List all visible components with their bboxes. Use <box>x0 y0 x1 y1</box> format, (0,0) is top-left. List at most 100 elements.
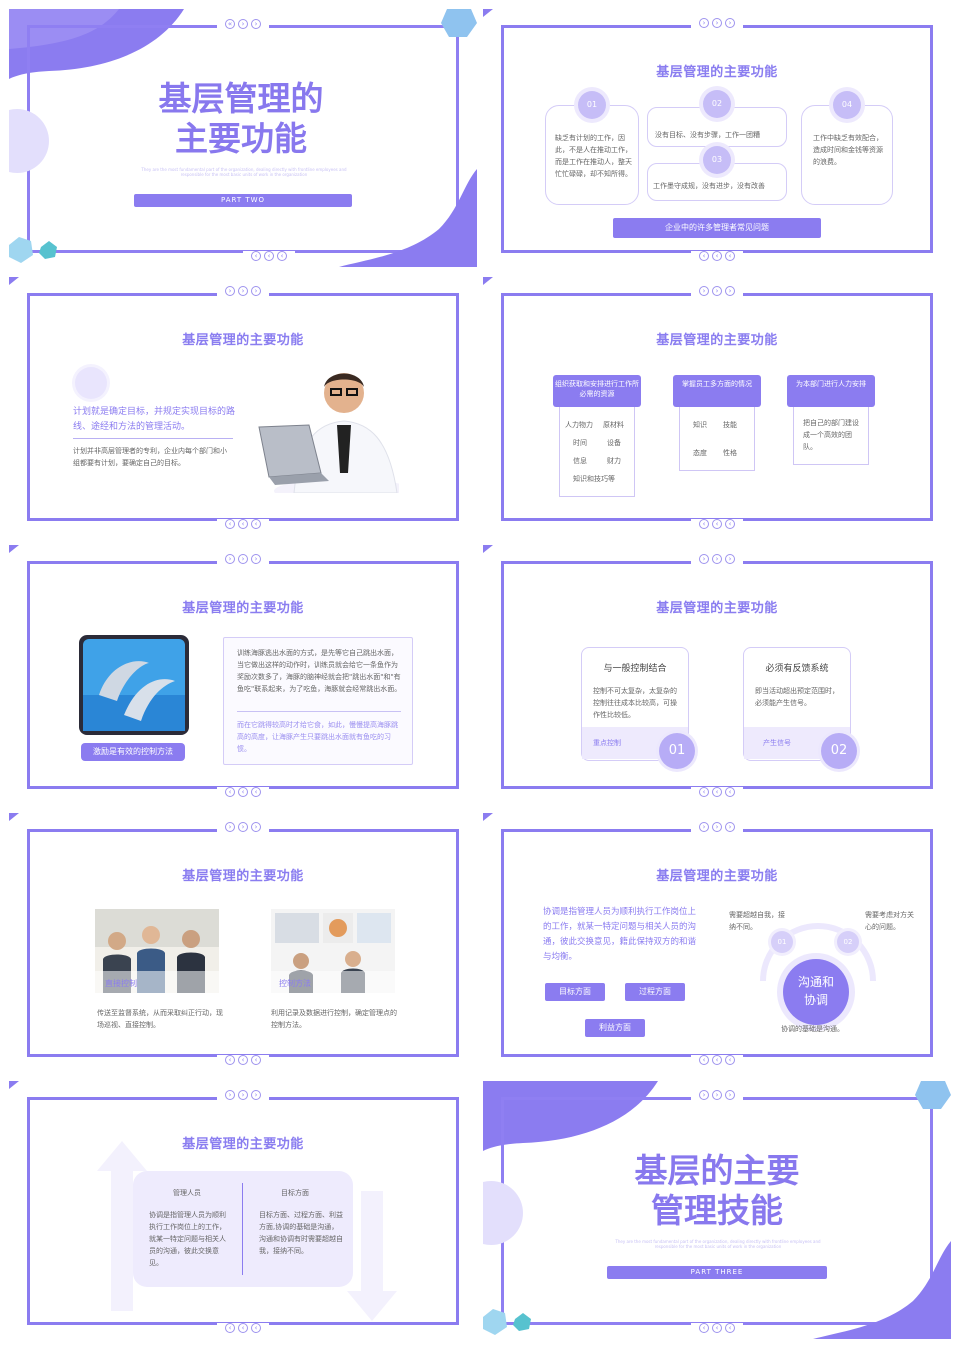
nav-right-icon[interactable]: › <box>251 554 261 564</box>
nav-left-icon[interactable]: › <box>699 286 709 296</box>
nav-mid-icon[interactable]: › <box>238 822 248 832</box>
nav-back2-icon[interactable]: ‹ <box>238 1055 248 1065</box>
nav-right-icon[interactable]: › <box>725 1090 735 1100</box>
org-item: 设备 <box>607 439 621 447</box>
nav-mid-icon[interactable]: › <box>238 286 248 296</box>
slide-7[interactable]: ››› 基层管理的主要功能 直接控制 传送至监督系统，从而采取纠正行动，现场巡视… <box>9 813 477 1071</box>
nav-back3-icon[interactable]: ‹ <box>251 787 261 797</box>
nav-left-icon[interactable]: › <box>699 822 709 832</box>
nav-back3-icon[interactable]: ‹ <box>251 1323 261 1333</box>
interest-aspect-button[interactable]: 利益方面 <box>585 1019 645 1037</box>
nav-left-icon[interactable]: « <box>225 19 235 29</box>
slide-3[interactable]: ››› 基层管理的主要功能 计划就是确定目标，并规定实现目标的路线、途经和方法的… <box>9 277 477 535</box>
plan-body-text: 计划并非高层管理者的专利，企业内每个部门和小组都要有计划，要确定自己的目标。 <box>73 447 227 467</box>
nav-left-icon[interactable]: › <box>225 1090 235 1100</box>
control-text-2: 即当活动超出预定范围时，必须能产生信号。 <box>755 687 839 707</box>
nav-bottom: ‹‹‹ <box>217 787 269 797</box>
nav-left-icon[interactable]: › <box>225 286 235 296</box>
control-tag-label-2: 产生信号 <box>763 739 791 747</box>
nav-right-icon[interactable]: › <box>251 1090 261 1100</box>
slide-9[interactable]: ››› 基层管理的主要功能 管理人员 协调是指管理人员为顺利执行工作岗位上的工作… <box>9 1081 477 1339</box>
coord-footer: 协调的基础是沟通。 <box>781 1025 844 1033</box>
nav-left-icon[interactable]: › <box>225 822 235 832</box>
badge-04: 04 <box>833 91 861 119</box>
nav-right-icon[interactable]: › <box>251 19 261 29</box>
slide-title: 基层管理的主要功能 <box>182 1137 304 1152</box>
nav-mid-icon[interactable]: › <box>712 1090 722 1100</box>
nav-back-icon[interactable]: ‹ <box>225 519 235 529</box>
nav-left-icon[interactable]: › <box>699 18 709 28</box>
slide-1[interactable]: «›› 基层管理的 主要功能 They are the most fundame… <box>9 9 477 267</box>
nav-back3-icon[interactable]: ‹ <box>725 519 735 529</box>
nav-right-icon[interactable]: › <box>725 822 735 832</box>
nav-mid-icon[interactable]: › <box>238 1090 248 1100</box>
nav-back3-icon[interactable]: ‹ <box>725 1323 735 1333</box>
nav-back3-icon[interactable]: ‹ <box>251 519 261 529</box>
nav-back-icon[interactable]: ‹ <box>699 1055 709 1065</box>
common-issues-button[interactable]: 企业中的许多管理者常见问题 <box>613 218 821 238</box>
goal-aspect-button[interactable]: 目标方面 <box>545 983 605 1001</box>
nav-bottom: ‹‹‹ <box>217 519 269 529</box>
slide-5[interactable]: ››› 基层管理的主要功能 激励是有效的控制方法 训练海豚逃出水面的方式，是先等… <box>9 545 477 803</box>
nav-back2-icon[interactable]: ‹ <box>264 251 274 261</box>
coordination-panel <box>133 1171 353 1287</box>
nav-bottom: ‹‹‹ <box>691 519 743 529</box>
problem-text-01: 缺乏有计划的工作，因此，不是人在推动工作，而是工作在推动人，整天忙忙碌碌，却不知… <box>555 134 632 178</box>
nav-back2-icon[interactable]: ‹ <box>712 1055 722 1065</box>
nav-top: ››› <box>691 18 743 28</box>
nav-back-icon[interactable]: ‹ <box>699 1323 709 1333</box>
badge-01: 01 <box>578 91 606 119</box>
nav-back-icon[interactable]: ‹ <box>699 251 709 261</box>
slide-4[interactable]: ››› 基层管理的主要功能 组织获取和安排进行工作所必需的资源 人力物力 原材料… <box>483 277 951 535</box>
nav-mid-icon[interactable]: › <box>238 19 248 29</box>
nav-back2-icon[interactable]: ‹ <box>238 1323 248 1333</box>
nav-back3-icon[interactable]: ‹ <box>251 1055 261 1065</box>
process-aspect-button[interactable]: 过程方面 <box>625 983 685 1001</box>
nav-mid-icon[interactable]: › <box>238 554 248 564</box>
slide-title: 基层管理的主要功能 <box>656 65 778 80</box>
org-item: 性格 <box>723 449 737 457</box>
direct-control-text: 传送至监督系统，从而采取纠正行动，现场巡视、直接控制。 <box>97 1009 223 1029</box>
nav-bottom: ‹‹‹ <box>217 1323 269 1333</box>
org-head-3: 为本部门进行人力安排 <box>787 375 875 407</box>
nav-mid-icon[interactable]: › <box>712 18 722 28</box>
nav-right-icon[interactable]: › <box>251 286 261 296</box>
slide-title: 基层管理的主要功能 <box>182 869 304 884</box>
nav-back2-icon[interactable]: ‹ <box>238 787 248 797</box>
nav-back2-icon[interactable]: ‹ <box>712 787 722 797</box>
slide-10[interactable]: ››› 基层的主要 管理技能 They are the most fundame… <box>483 1081 951 1339</box>
nav-back-icon[interactable]: ‹ <box>225 1323 235 1333</box>
nav-back3-icon[interactable]: ‹ <box>277 251 287 261</box>
nav-mid-icon[interactable]: › <box>712 554 722 564</box>
nav-bottom: ‹‹‹ <box>243 251 295 261</box>
nav-back2-icon[interactable]: ‹ <box>712 251 722 261</box>
businessman-photo <box>258 373 399 493</box>
slide-6[interactable]: ››› 基层管理的主要功能 与一般控制结合 控制不可太复杂，太复杂的控制往往成本… <box>483 545 951 803</box>
nav-left-icon[interactable]: › <box>225 554 235 564</box>
nav-back3-icon[interactable]: ‹ <box>725 787 735 797</box>
nav-left-icon[interactable]: › <box>699 1090 709 1100</box>
nav-right-icon[interactable]: › <box>725 286 735 296</box>
nav-back-icon[interactable]: ‹ <box>225 787 235 797</box>
nav-back2-icon[interactable]: ‹ <box>712 519 722 529</box>
nav-top: ››› <box>217 1090 269 1100</box>
nav-back-icon[interactable]: ‹ <box>225 1055 235 1065</box>
slide-2[interactable]: ››› 基层管理的主要功能 01 缺乏有计划的工作，因此，不是人在推动工作，而是… <box>483 9 951 267</box>
slide-8[interactable]: ››› 基层管理的主要功能 协调是指管理人员为顺利执行工作岗位上的工作，就某一特… <box>483 813 951 1071</box>
nav-back2-icon[interactable]: ‹ <box>238 519 248 529</box>
nav-right-icon[interactable]: › <box>725 554 735 564</box>
nav-right-icon[interactable]: › <box>725 18 735 28</box>
nav-left-icon[interactable]: › <box>699 554 709 564</box>
nav-back-icon[interactable]: ‹ <box>251 251 261 261</box>
org-item: 知识和技巧等 <box>573 475 615 483</box>
nav-right-icon[interactable]: › <box>251 822 261 832</box>
nav-mid-icon[interactable]: › <box>712 286 722 296</box>
nav-back2-icon[interactable]: ‹ <box>712 1323 722 1333</box>
nav-back-icon[interactable]: ‹ <box>699 787 709 797</box>
nav-mid-icon[interactable]: › <box>712 822 722 832</box>
coord-badge-01: 01 <box>771 931 793 953</box>
nav-back-icon[interactable]: ‹ <box>699 519 709 529</box>
nav-back3-icon[interactable]: ‹ <box>725 251 735 261</box>
org-item: 信息 <box>573 457 587 465</box>
nav-back3-icon[interactable]: ‹ <box>725 1055 735 1065</box>
